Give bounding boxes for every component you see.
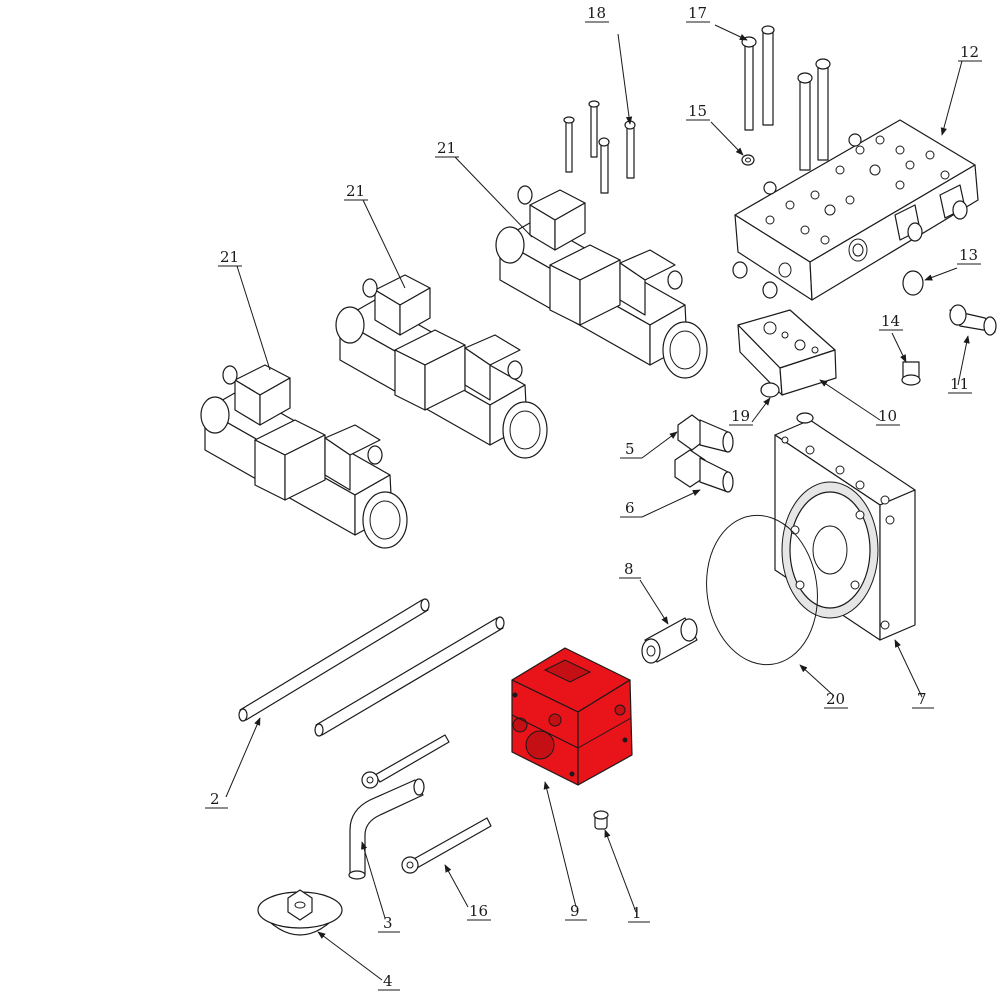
callout-label: 8 bbox=[624, 560, 634, 578]
part-17-long-bolts[interactable] bbox=[741, 25, 831, 171]
callout-21-valve-3[interactable]: 21 bbox=[435, 139, 459, 158]
part-10-adapter-block[interactable] bbox=[737, 309, 837, 396]
part-21-solenoid-valve-1[interactable] bbox=[200, 364, 408, 549]
callout-6[interactable]: 6 bbox=[620, 499, 642, 518]
callout-label: 10 bbox=[878, 407, 897, 425]
callout-leaders bbox=[225, 24, 970, 981]
part-16-screws[interactable] bbox=[361, 734, 492, 874]
callout-10[interactable]: 10 bbox=[876, 407, 900, 426]
callout-label: 3 bbox=[383, 914, 393, 932]
part-4-cap[interactable] bbox=[257, 889, 343, 936]
part-20-large-oring[interactable] bbox=[697, 508, 827, 672]
callout-21-valve-1[interactable]: 21 bbox=[218, 248, 242, 267]
part-14-plug[interactable] bbox=[901, 361, 921, 386]
part-18-short-bolts[interactable] bbox=[563, 100, 636, 194]
callout-labels: 1 2 3 4 5 6 7 8 9 10 11 12 13 14 15 16 1… bbox=[205, 4, 982, 991]
callout-label: 7 bbox=[917, 690, 927, 708]
callout-label: 5 bbox=[625, 440, 635, 458]
callout-1[interactable]: 1 bbox=[628, 904, 650, 923]
callout-12[interactable]: 12 bbox=[958, 43, 982, 62]
part-21-solenoid-valve-2[interactable] bbox=[335, 274, 548, 459]
part-6-hex-bolt[interactable] bbox=[674, 449, 734, 493]
part-3-elbow-pipe[interactable] bbox=[348, 778, 425, 880]
callout-label: 12 bbox=[960, 43, 979, 61]
callout-14[interactable]: 14 bbox=[879, 312, 903, 331]
callout-3[interactable]: 3 bbox=[378, 914, 400, 933]
callout-20[interactable]: 20 bbox=[824, 690, 848, 709]
callout-label: 1 bbox=[632, 904, 642, 922]
callout-label: 11 bbox=[950, 375, 969, 393]
callout-label: 21 bbox=[437, 139, 456, 157]
callout-label: 13 bbox=[959, 246, 978, 264]
part-1-plug[interactable] bbox=[593, 810, 609, 830]
part-13-oring[interactable] bbox=[902, 270, 924, 296]
callout-label: 4 bbox=[383, 972, 393, 990]
part-9-gear-pump[interactable] bbox=[511, 647, 633, 786]
callout-4[interactable]: 4 bbox=[378, 972, 400, 991]
callout-7[interactable]: 7 bbox=[912, 690, 934, 709]
callout-16[interactable]: 16 bbox=[467, 902, 491, 921]
callout-2[interactable]: 2 bbox=[205, 790, 228, 809]
callout-label: 14 bbox=[881, 312, 900, 330]
part-19-small-oring[interactable] bbox=[760, 382, 780, 398]
callout-label: 19 bbox=[731, 407, 750, 425]
part-2-rods[interactable] bbox=[238, 598, 505, 737]
part-8-coupling-sleeve[interactable] bbox=[641, 617, 698, 664]
callout-label: 6 bbox=[625, 499, 635, 517]
callout-19[interactable]: 19 bbox=[729, 407, 753, 426]
callout-8[interactable]: 8 bbox=[619, 560, 641, 579]
callout-18[interactable]: 18 bbox=[585, 4, 609, 23]
callout-label: 21 bbox=[346, 182, 365, 200]
callout-9[interactable]: 9 bbox=[565, 902, 587, 921]
callout-21-valve-2[interactable]: 21 bbox=[344, 182, 368, 201]
callout-15[interactable]: 15 bbox=[686, 102, 710, 121]
part-15-washer[interactable] bbox=[741, 154, 755, 166]
part-7-flange-plate[interactable] bbox=[774, 412, 916, 641]
callout-label: 2 bbox=[210, 790, 220, 808]
callout-5[interactable]: 5 bbox=[620, 440, 642, 459]
part-12-manifold-block[interactable] bbox=[732, 119, 979, 301]
part-11-fitting[interactable] bbox=[949, 304, 997, 336]
callout-label: 20 bbox=[826, 690, 845, 708]
callout-13[interactable]: 13 bbox=[957, 246, 981, 265]
part-21-solenoid-valve-3[interactable] bbox=[495, 185, 708, 379]
callout-label: 17 bbox=[688, 4, 707, 22]
callout-label: 9 bbox=[570, 902, 580, 920]
callout-11[interactable]: 11 bbox=[948, 375, 972, 394]
part-5-hex-bolt[interactable] bbox=[677, 414, 734, 453]
callout-label: 21 bbox=[220, 248, 239, 266]
callout-label: 16 bbox=[469, 902, 488, 920]
callout-17[interactable]: 17 bbox=[686, 4, 710, 23]
callout-label: 15 bbox=[688, 102, 707, 120]
callout-label: 18 bbox=[587, 4, 606, 22]
